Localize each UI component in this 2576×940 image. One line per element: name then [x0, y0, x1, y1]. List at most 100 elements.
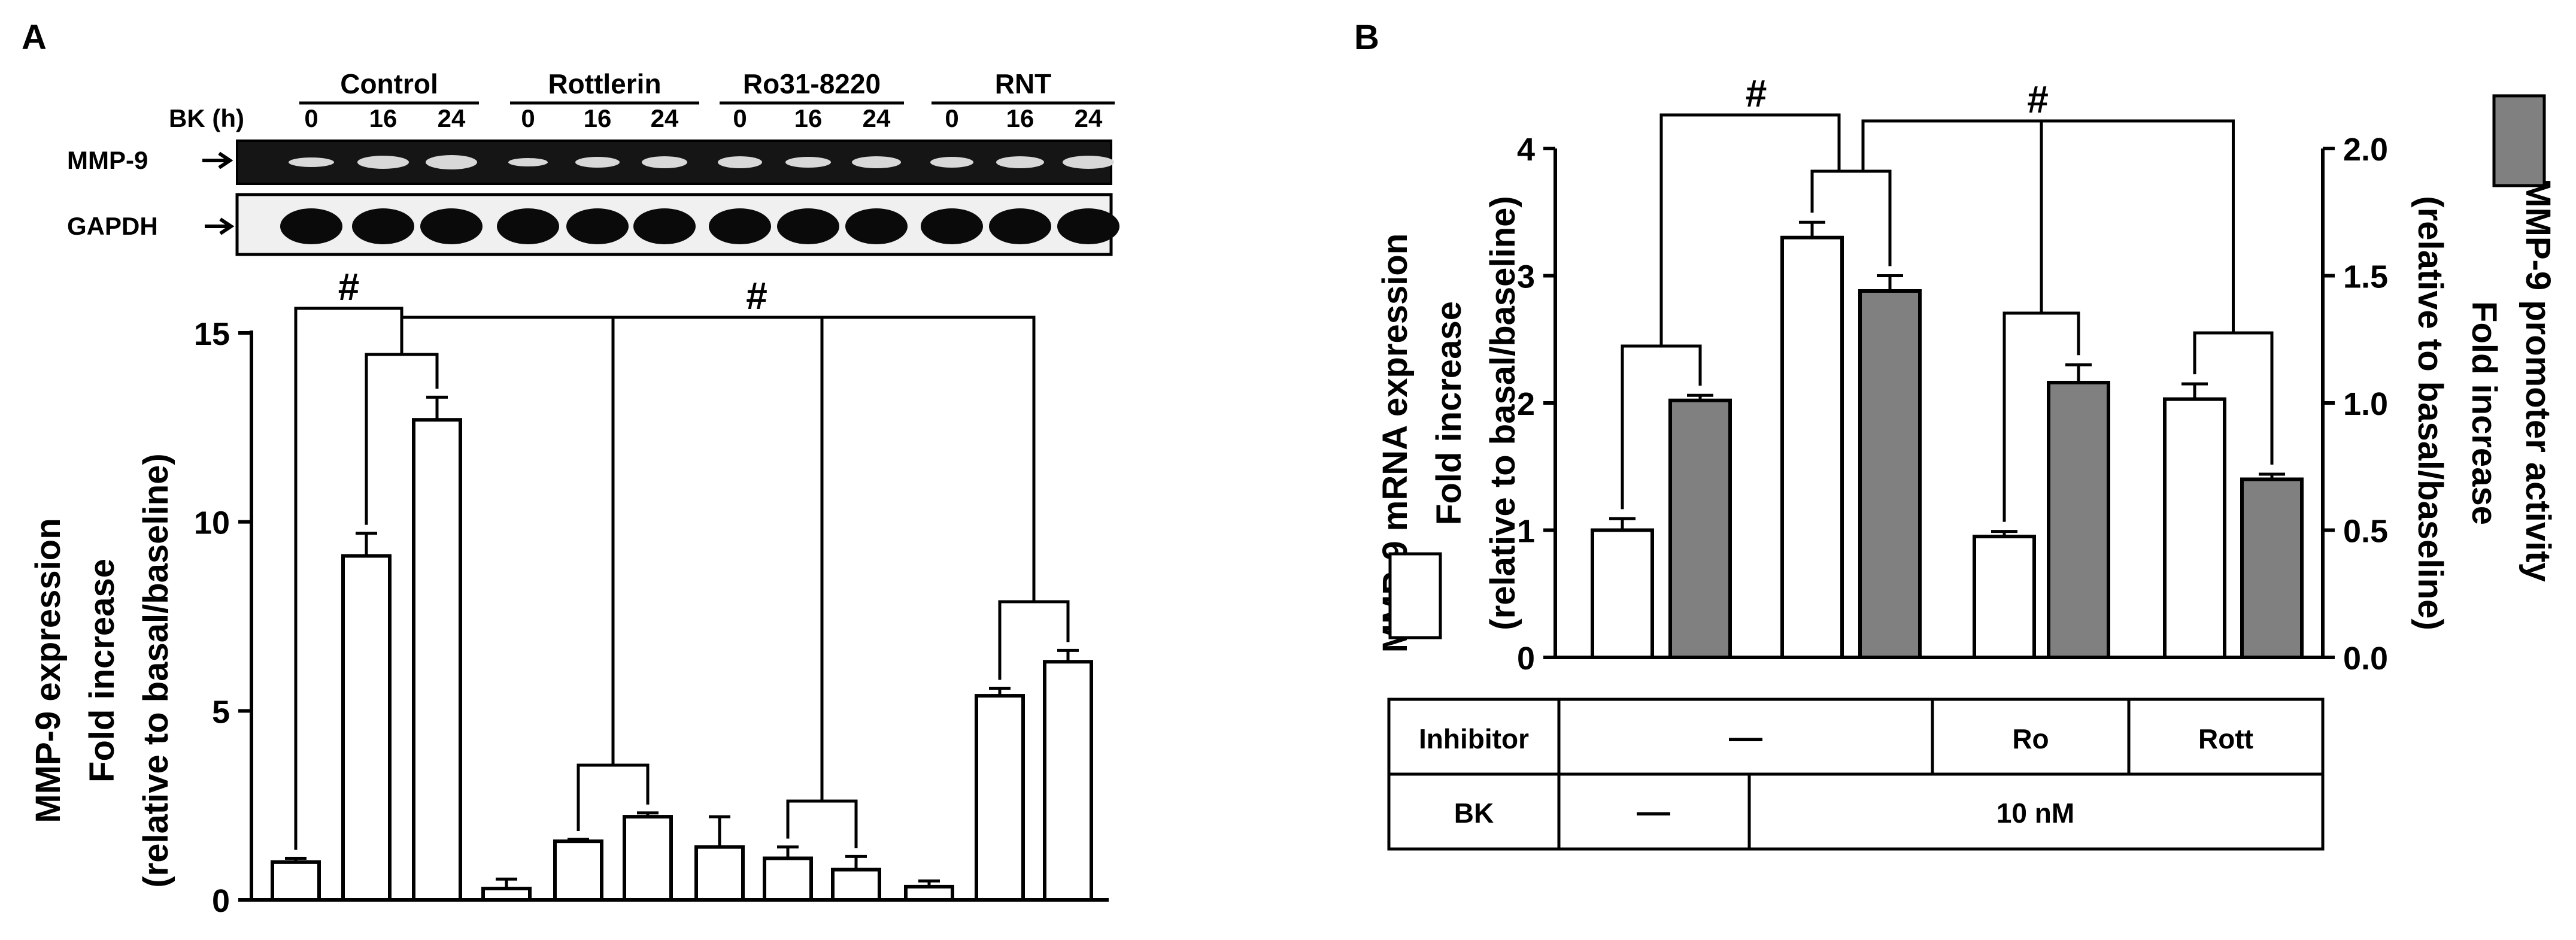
- ylabel-a-line1: MMP-9 expression: [29, 518, 68, 823]
- blot-time-label: 16: [794, 104, 823, 132]
- band-mmp9: [426, 155, 477, 169]
- ylabel-b-right-line3: (relative to basal/baseline): [2411, 196, 2450, 630]
- bar-b-mrna: [1973, 535, 2036, 659]
- band-gapdh: [566, 208, 629, 244]
- band-mmp9: [289, 157, 334, 167]
- table-bk-none: —: [1637, 792, 1670, 830]
- bar-a: [341, 554, 392, 902]
- blot-time-label: 0: [733, 104, 747, 132]
- blot-time-label: 16: [1006, 104, 1034, 132]
- band-mmp9: [357, 156, 409, 169]
- bar-a: [1043, 660, 1093, 902]
- bracket-a-long: [400, 316, 1036, 602]
- legend-gray-bar: [2492, 94, 2546, 187]
- band-gapdh: [709, 208, 771, 244]
- y-tick-label-a: 10: [194, 505, 230, 541]
- ylabel-a-line2: Fold increase: [83, 559, 122, 783]
- band-gapdh: [989, 208, 1051, 244]
- band-mmp9: [930, 157, 973, 168]
- band-gapdh: [352, 208, 414, 244]
- blot-time-label: 24: [863, 104, 891, 132]
- table-inhibitor-ro: Ro: [2012, 723, 2049, 754]
- band-gapdh: [777, 208, 839, 244]
- table-row-inhibitor-label: Inhibitor: [1419, 723, 1529, 754]
- blot-group-label: Ro31-8220: [743, 68, 881, 99]
- bracket-b-control-vs-bk: [1659, 113, 1841, 346]
- significance-a-1: #: [338, 265, 360, 308]
- band-mmp9: [508, 158, 548, 166]
- legend-open-bar: [1388, 552, 1442, 639]
- blot-time-label: 0: [945, 104, 958, 132]
- band-mmp9: [1063, 156, 1114, 169]
- bar-b-promoter: [1858, 289, 1922, 659]
- band-gapdh: [1057, 208, 1119, 244]
- band-label-mmp9: MMP-9: [67, 146, 148, 174]
- ylabel-b-left-line3: (relative to basal/baseline): [1483, 196, 1522, 630]
- table-bk-10nm: 10 nM: [1997, 798, 2074, 829]
- bar-a: [553, 839, 603, 902]
- y-tick-label-b-right: 1.0: [2343, 386, 2388, 422]
- blot-time-label: 0: [521, 104, 535, 132]
- band-gapdh: [633, 208, 696, 244]
- y-tick-label-b-left: 3: [1517, 259, 1535, 295]
- significance-b-2: #: [2027, 78, 2049, 121]
- band-gapdh: [921, 208, 983, 244]
- y-tick-label-b-right: 1.5: [2343, 259, 2388, 295]
- bar-a: [271, 860, 321, 902]
- bar-a: [623, 815, 673, 902]
- y-tick-label-b-right: 0.5: [2343, 514, 2388, 550]
- band-mmp9: [785, 157, 831, 168]
- y-tick-label-a: 5: [212, 694, 230, 730]
- bar-a: [412, 418, 462, 902]
- bar-a: [904, 884, 954, 902]
- table-inhibitor-rott: Rott: [2198, 723, 2253, 754]
- ylabel-b-right-line2: Fold increase: [2465, 301, 2504, 525]
- panel-label-b: B: [1354, 18, 1379, 57]
- y-tick-label-a: 0: [212, 883, 230, 919]
- ylabel-b-left-line2: Fold increase: [1430, 301, 1468, 525]
- ylabel-b-right-line1: MMP-9 promoter activity: [2519, 178, 2557, 582]
- blot-time-label: 16: [584, 104, 612, 132]
- band-mmp9: [852, 156, 901, 168]
- band-gapdh: [280, 208, 342, 244]
- blot-time-label: 16: [369, 104, 398, 132]
- bar-a: [481, 887, 532, 902]
- table-inhibitor-none: —: [1729, 718, 1762, 756]
- bar-b-promoter: [2047, 381, 2110, 659]
- band-mmp9: [996, 156, 1044, 168]
- bar-b-mrna: [1780, 235, 1844, 659]
- bar-a: [763, 856, 813, 902]
- bar-a: [694, 845, 745, 902]
- blot-bands: [280, 155, 1119, 244]
- bar-b-mrna: [2163, 397, 2226, 659]
- bracket-a-ro: [786, 799, 858, 848]
- bar-a: [831, 868, 881, 902]
- bar-b-promoter: [2240, 477, 2304, 659]
- panel-label-a: A: [22, 18, 47, 57]
- blot-time-label: 0: [304, 104, 318, 132]
- y-tick-label-b-left: 1: [1517, 514, 1535, 550]
- blot-group-label: Rottlerin: [548, 68, 661, 99]
- y-tick-label-a: 15: [194, 316, 230, 352]
- blot-time-label: 24: [438, 104, 466, 132]
- blot-group-label: RNT: [995, 68, 1052, 99]
- bar-b-promoter: [1668, 398, 1732, 659]
- band-mmp9: [642, 156, 687, 168]
- band-label-gapdh: GAPDH: [67, 212, 158, 240]
- condition-table: Inhibitor — Ro Rott BK — 10 nM: [1387, 698, 2325, 851]
- band-gapdh: [497, 208, 559, 244]
- arrow-mmp9: [202, 151, 233, 169]
- band-mmp9: [575, 157, 620, 168]
- bracket-b-bk-vs-inhibitors: [1861, 119, 2235, 333]
- significance-b-1: #: [1746, 72, 1767, 115]
- ylabel-a-line3: (relative to basal/baseline): [136, 453, 175, 887]
- arrow-gapdh: [205, 217, 235, 235]
- bar-b-mrna: [1591, 528, 1654, 659]
- table-row-bk-label: BK: [1454, 798, 1494, 829]
